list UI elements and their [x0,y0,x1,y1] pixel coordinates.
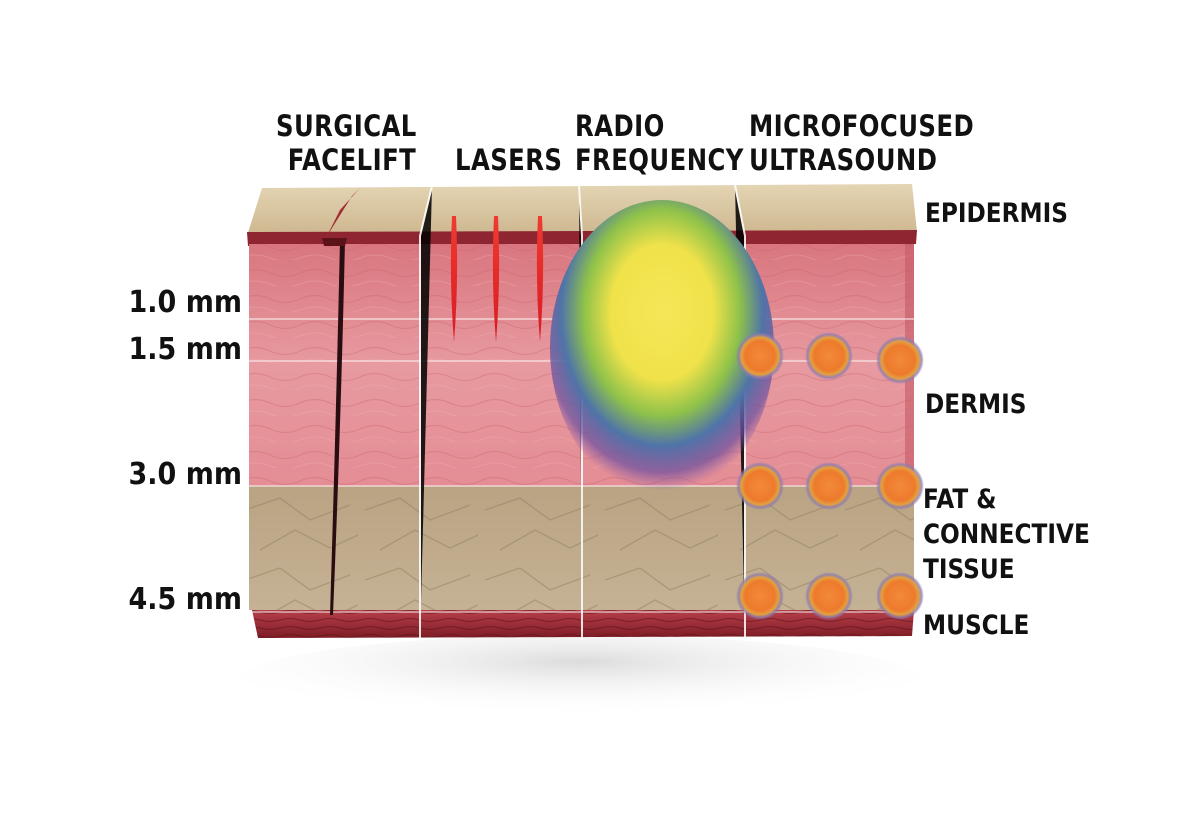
column-title-line: FREQUENCY [575,146,744,180]
ultrasound-points [736,332,924,620]
layer-label-line: CONNECTIVE [923,521,1090,556]
ultrasound-point [736,332,784,380]
depth-label-4-5: 4.5 mm [98,585,242,615]
column-title-line: SURGICAL [276,112,417,146]
column-title-radio-frequency: RADIO FREQUENCY [575,112,744,180]
column-title-lasers: LASERS [455,146,562,180]
ultrasound-point [876,336,924,384]
layer-label-line: EPIDERMIS [925,200,1068,235]
ultrasound-point [736,572,784,620]
column-title-surgical-facelift: SURGICAL FACELIFT [276,112,417,180]
layer-label-line: DERMIS [925,391,1026,426]
ultrasound-point [805,462,853,510]
depth-label-1-0: 1.0 mm [98,288,242,318]
column-title-line: RADIO [575,112,744,146]
ultrasound-point [876,572,924,620]
depth-label-3-0: 3.0 mm [98,460,242,490]
column-title-microfocused-ultrasound: MICROFOCUSED ULTRASOUND [749,112,974,180]
layer-label-muscle: MUSCLE [923,612,1029,647]
column-title-line: LASERS [455,146,562,180]
ultrasound-point [736,462,784,510]
column-title-line: MICROFOCUSED [749,112,974,146]
depth-label-1-5: 1.5 mm [98,335,242,365]
ultrasound-point [805,332,853,380]
column-title-line: FACELIFT [276,146,417,180]
layer-label-line: MUSCLE [923,612,1029,647]
ultrasound-point [805,572,853,620]
layer-label-dermis: DERMIS [925,391,1026,426]
layer-label-epidermis: EPIDERMIS [925,200,1068,235]
ultrasound-point [876,462,924,510]
layer-label-line: TISSUE [923,556,1090,591]
layer-label-fat-connective-tissue: FAT & CONNECTIVE TISSUE [923,486,1090,591]
layer-label-line: FAT & [923,486,1090,521]
floor-shadow [240,635,920,725]
column-title-line: ULTRASOUND [749,146,974,180]
